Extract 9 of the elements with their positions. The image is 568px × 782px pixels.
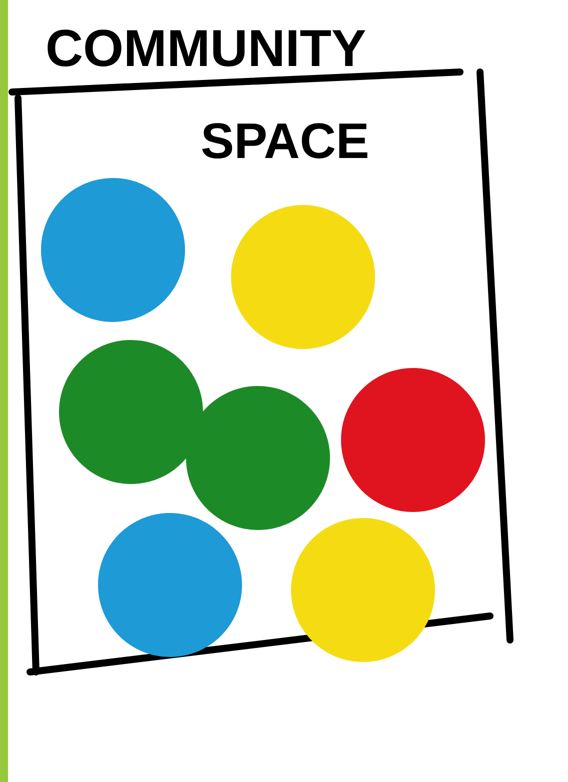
dot bbox=[98, 513, 242, 657]
dot bbox=[186, 386, 330, 530]
dot bbox=[341, 368, 485, 512]
box: SPACE bbox=[14, 68, 514, 676]
dot bbox=[291, 518, 435, 662]
title: COMMUNITY bbox=[48, 30, 366, 66]
dot bbox=[41, 178, 185, 322]
dot bbox=[59, 340, 203, 484]
dot bbox=[231, 205, 375, 349]
